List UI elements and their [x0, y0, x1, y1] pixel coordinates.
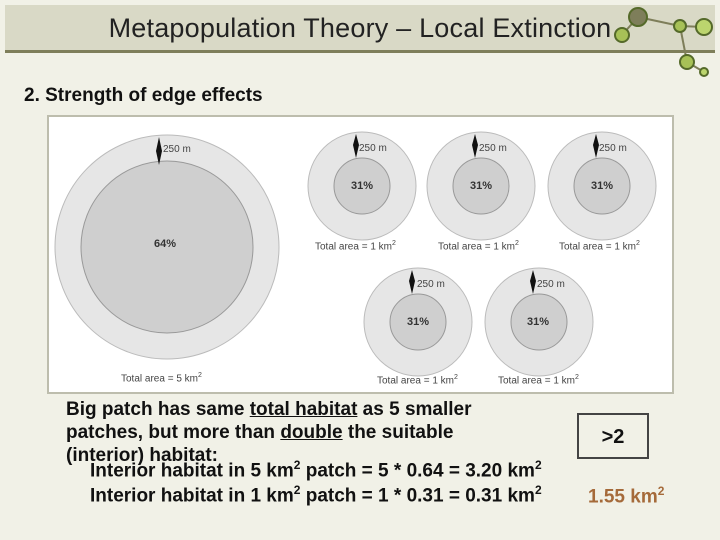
small-arrow-icon: [530, 270, 536, 294]
body-text-part: as 5 smaller patches, but more than: [66, 399, 472, 443]
ghost-result-text: 1.55 km2: [588, 484, 665, 508]
small-total-area: Total area = 1 km2: [315, 240, 396, 253]
small-patch-interior: [333, 157, 391, 215]
big-edge-label: 250 m: [163, 144, 191, 155]
small-interior-pct: 31%: [470, 180, 493, 192]
big-patch-interior: [80, 160, 254, 334]
title-bar: Metapopulation Theory – Local Extinction: [5, 5, 715, 53]
small-arrow-icon: [353, 134, 359, 158]
patch-diagram: [54, 131, 657, 377]
small-edge-label: 250 m: [417, 279, 445, 290]
small-interior-pct: 31%: [351, 180, 374, 192]
equation-small-patch: Interior habitat in 1 km2 patch = 1 * 0.…: [90, 483, 542, 507]
big-total-area: Total area = 5 km2: [121, 372, 202, 385]
total-habitat-emphasis: total habitat: [249, 399, 358, 420]
small-patch-interior: [389, 293, 447, 351]
double-emphasis: double: [280, 422, 343, 443]
small-arrow-icon: [472, 134, 478, 158]
big-arrow-icon: [156, 137, 162, 165]
small-interior-pct: 31%: [407, 316, 430, 328]
small-total-area: Total area = 1 km2: [438, 240, 519, 253]
big-interior-pct: 64%: [154, 238, 177, 250]
greater-than-two-box: >2: [577, 413, 649, 459]
small-total-area: Total area = 1 km2: [498, 374, 579, 387]
small-edge-label: 250 m: [479, 143, 507, 154]
edge-effects-figure: 250 m 64% Total area = 5 km2 250 m 31% T…: [47, 115, 674, 394]
small-edge-label: 250 m: [537, 279, 565, 290]
network-decoration-icon: [614, 7, 713, 77]
body-text-part: the suitable (interior) habitat:: [66, 422, 454, 466]
small-edge-label: 250 m: [599, 143, 627, 154]
small-total-area: Total area = 1 km2: [377, 374, 458, 387]
body-text-part: Big patch has same: [66, 399, 250, 420]
slide-title: Metapopulation Theory – Local Extinction: [108, 13, 612, 43]
small-interior-pct: 31%: [591, 180, 614, 192]
section-subtitle: 2. Strength of edge effects: [24, 85, 263, 106]
small-patch-interior: [573, 157, 631, 215]
small-interior-pct: 31%: [527, 316, 550, 328]
small-total-area: Total area = 1 km2: [559, 240, 640, 253]
equation-big-patch: Interior habitat in 5 km2 patch = 5 * 0.…: [90, 458, 542, 482]
small-arrow-icon: [409, 270, 415, 294]
small-edge-label: 250 m: [359, 143, 387, 154]
small-patch-interior: [452, 157, 510, 215]
small-arrow-icon: [593, 134, 599, 158]
small-patch-interior: [510, 293, 568, 351]
explanation-text: Big patch has same total habitat as 5 sm…: [66, 398, 526, 467]
